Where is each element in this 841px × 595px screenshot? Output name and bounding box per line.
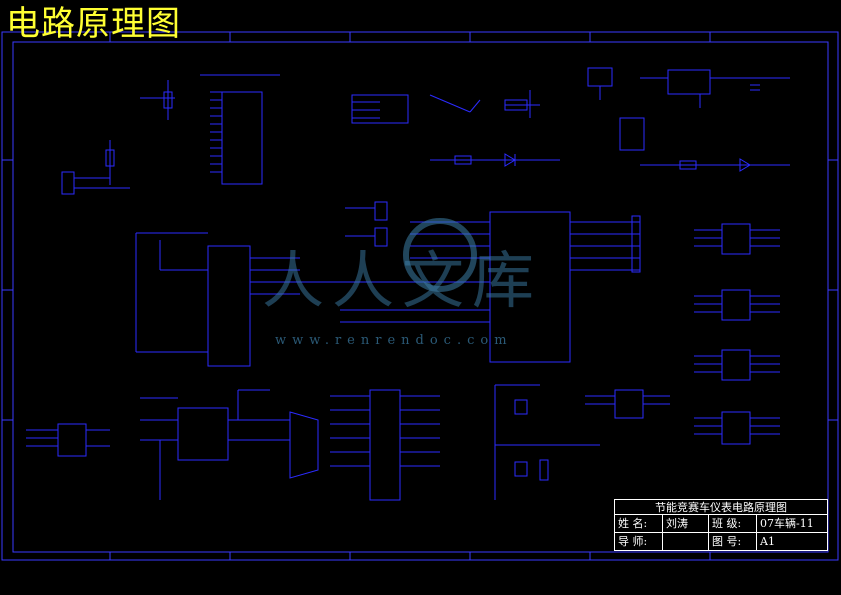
name-label: 姓 名: (615, 515, 663, 533)
driver-ic-1 (694, 223, 780, 255)
watermark-text: 人人文库 (262, 244, 543, 317)
drawing-no-label: 图 号: (709, 533, 757, 551)
drawing-no-value: A1 (760, 535, 775, 548)
potentiometer-left (61, 80, 175, 195)
name-value: 刘涛 (663, 515, 709, 533)
advisor-value (663, 533, 709, 551)
outer-frame (1, 31, 839, 561)
zone-ticks (2, 32, 838, 560)
ic-bottom-left (26, 423, 110, 457)
driver-ic-2 (694, 289, 780, 321)
title-block: 节能竞赛车仪表电路原理图 姓 名: 刘涛 班 级: 07车辆-11 导 师: 图… (614, 499, 828, 551)
watermark-url: www.renrendoc.com (275, 333, 513, 348)
inner-frame (12, 41, 829, 553)
title-block-row-2: 导 师: 图 号: A1 (615, 533, 827, 551)
driver-ic-4 (694, 411, 780, 445)
memory-ic (330, 389, 440, 501)
advisor-label: 导 师: (615, 533, 663, 551)
class-value: 07车辆-11 (760, 517, 814, 530)
transistor-stage (429, 90, 540, 118)
class-label: 班 级: (709, 515, 757, 533)
watermark (403, 218, 477, 292)
mcu-left (135, 232, 420, 367)
rs232-interface (140, 389, 319, 500)
title-block-heading: 节能竞赛车仪表电路原理图 (615, 500, 827, 515)
driver-ic-5 (585, 389, 670, 419)
page-title: 电路原理图 (6, 4, 181, 44)
small-connectors (345, 201, 388, 247)
ic-u1-block (200, 74, 280, 185)
mcu-central (340, 211, 641, 363)
sensor-inputs (494, 384, 600, 500)
led-circuit (430, 117, 790, 172)
driver-ic-3 (694, 349, 780, 381)
header-j1 (351, 94, 409, 124)
title-block-row-1: 姓 名: 刘涛 班 级: 07车辆-11 (615, 515, 827, 533)
voltage-regulator (587, 67, 790, 108)
